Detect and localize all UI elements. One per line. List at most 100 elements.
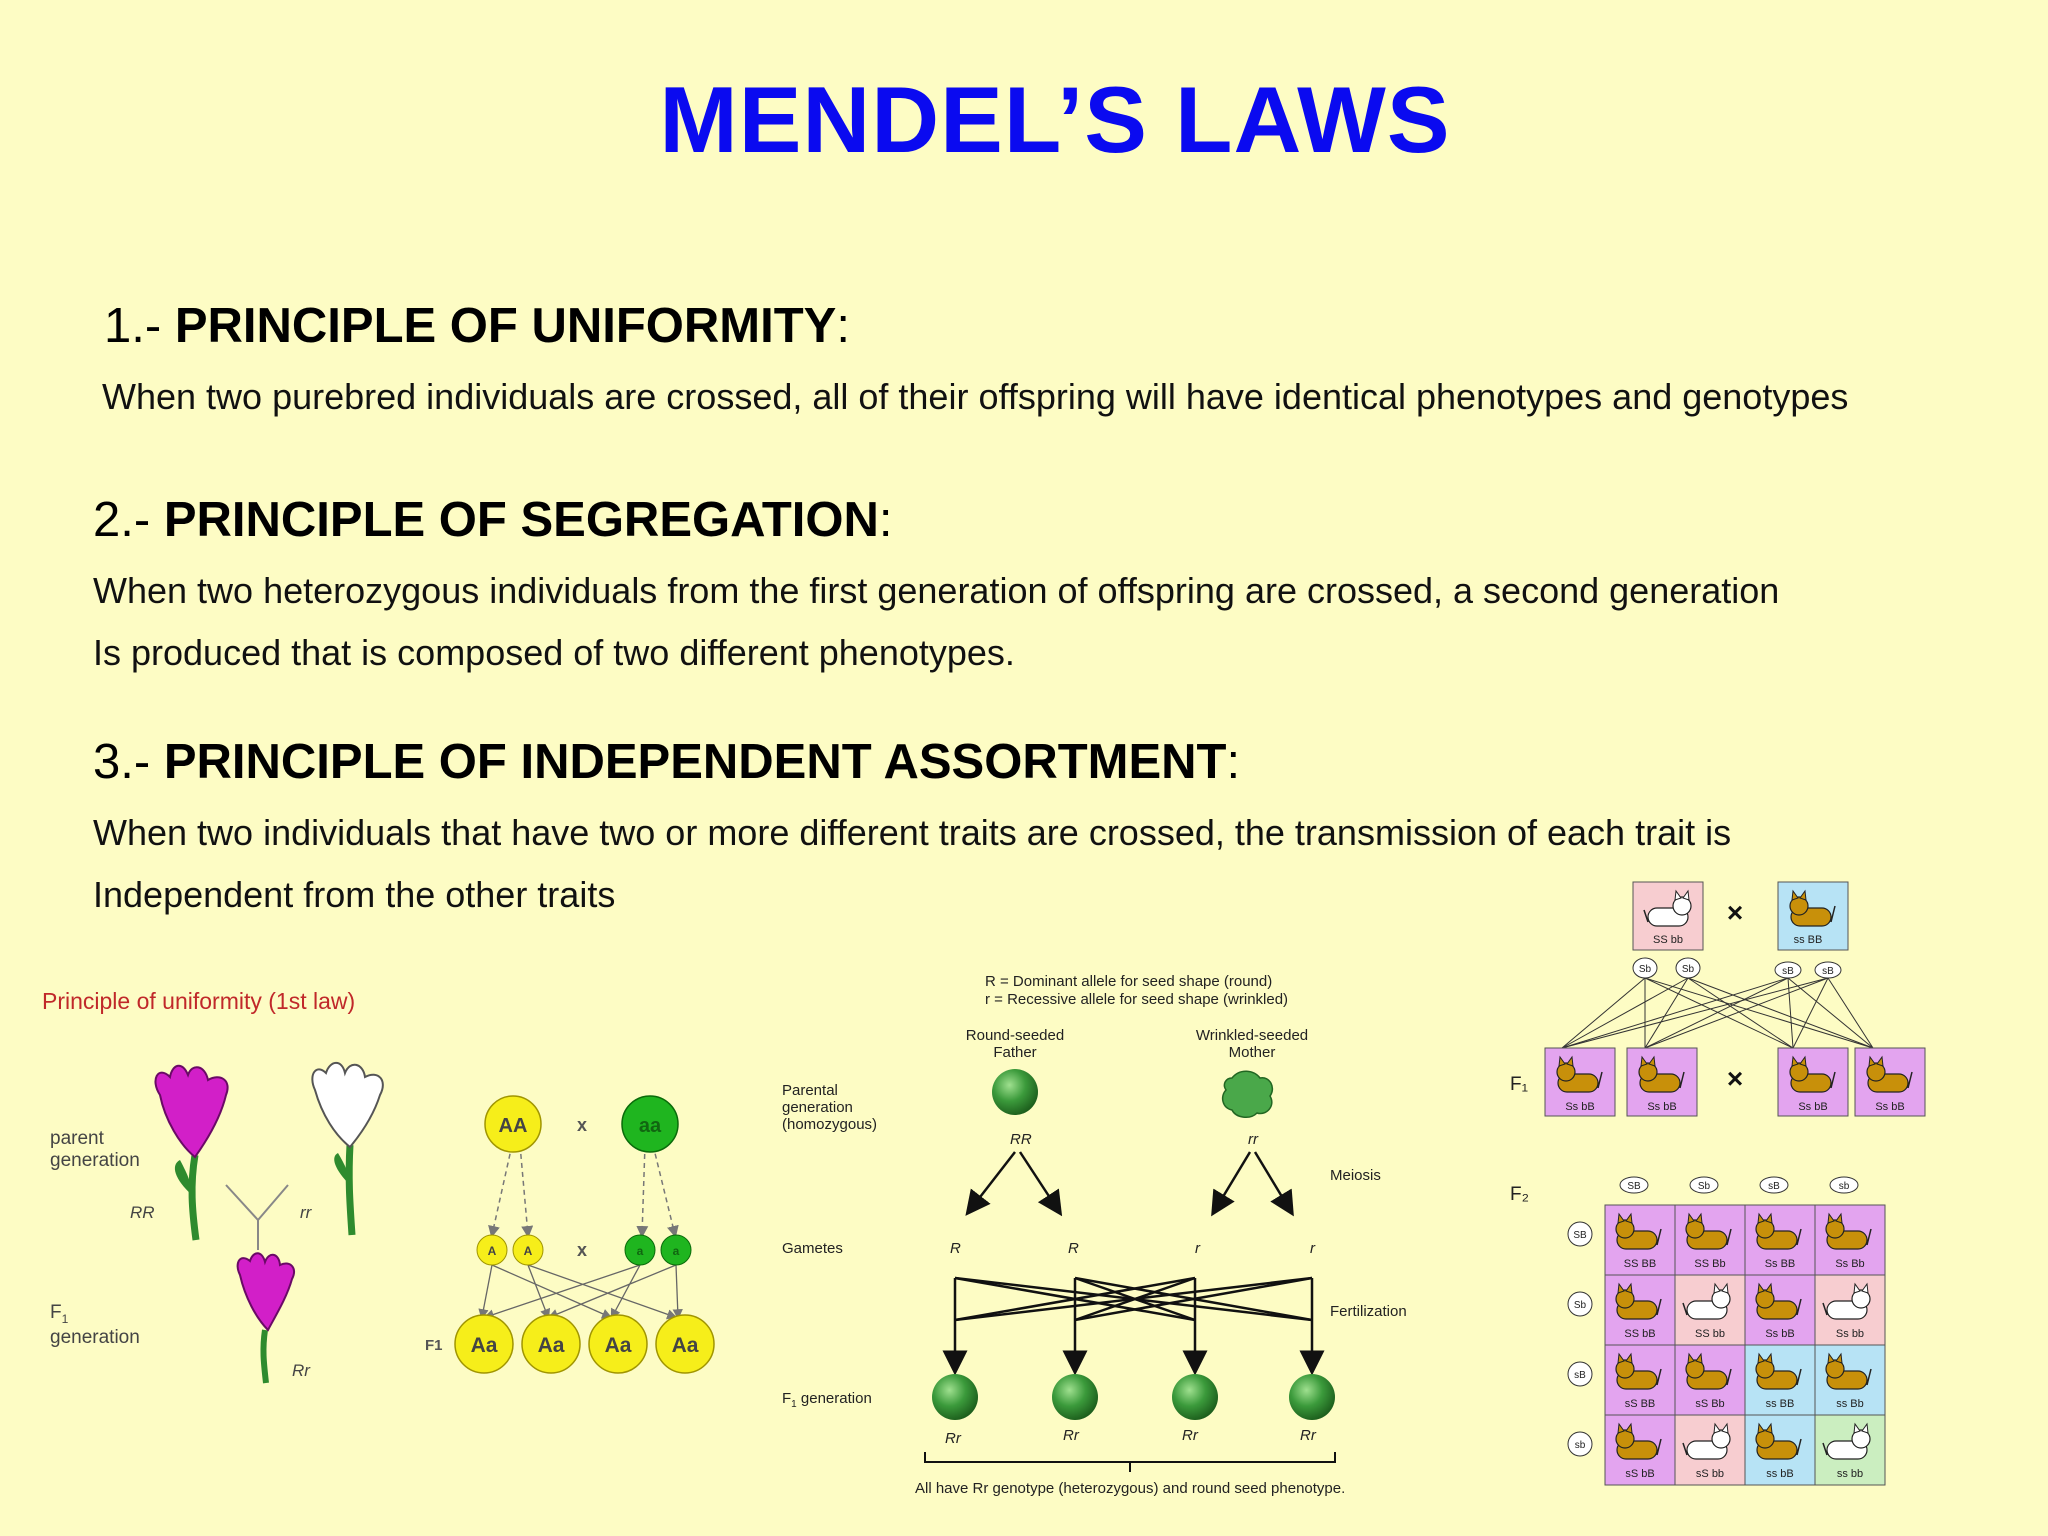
f2-row-gamete-label-4: sb <box>1575 1440 1586 1451</box>
parent-gamete-1: Sb <box>1639 964 1652 975</box>
seed-shape-figure: R = Dominant allele for seed shape (roun… <box>782 973 1407 1497</box>
f1-cat-2-genotype: Ss bB <box>1647 1101 1676 1113</box>
f1-seed-genotype-1: Rr <box>945 1430 962 1447</box>
parental-label-1: Parental <box>782 1082 838 1099</box>
offspring-3-label: Aa <box>605 1334 632 1357</box>
parent-aa-dominant-circle <box>484 1095 542 1153</box>
f1-label-gametes: F1 <box>425 1337 443 1354</box>
father-label-1: Round-seeded <box>966 1027 1064 1044</box>
father-label-2: Father <box>993 1044 1036 1061</box>
f2-col-gamete-label-2: Sb <box>1698 1181 1711 1192</box>
magenta-flower-f1 <box>236 1252 296 1384</box>
round-seed-father <box>992 1069 1038 1115</box>
f2-row-gamete-label-3: sB <box>1574 1370 1586 1381</box>
offspring-1-circle <box>454 1314 514 1374</box>
uniformity-flower-figure: Principle of uniformity (1st law) parent… <box>42 988 384 1384</box>
f1-seed-genotype-2: Rr <box>1063 1427 1080 1444</box>
f2-row-gamete-label-1: SB <box>1573 1230 1587 1241</box>
f1-cat-4-genotype: Ss bB <box>1875 1101 1904 1113</box>
parent-dominant-label: AA <box>499 1115 528 1137</box>
father-genotype: RR <box>1010 1131 1032 1148</box>
law-3-text-line-2: Independent from the other traits <box>93 874 616 915</box>
cross-x-gametes: x <box>577 1240 587 1260</box>
offspring-4-label: Aa <box>672 1334 699 1357</box>
law-2-name: PRINCIPLE OF SEGREGATION <box>163 493 879 547</box>
f2-cell-genotype: SS bb <box>1695 1328 1725 1340</box>
f2-col-gamete-3 <box>1759 1176 1789 1194</box>
f2-cell-genotype: Ss Bb <box>1835 1258 1864 1270</box>
f1-label: F1 <box>50 1302 69 1326</box>
seed-legend-line-2: r = Recessive allele for seed shape (wri… <box>985 991 1288 1008</box>
mother-genotype: rr <box>1248 1131 1259 1148</box>
offspring-3-circle <box>588 1314 648 1374</box>
gamete-recessive-1-label: a <box>637 1244 644 1258</box>
f1-seed-2 <box>1052 1374 1098 1420</box>
fertilization-label: Fertilization <box>1330 1303 1407 1320</box>
dihybrid-cat-figure: SS bb × ss BB Sb Sb sB sB F₁ Ss bB Ss bB… <box>1510 881 1926 1486</box>
gamete-recessive-2-label: a <box>673 1244 680 1258</box>
f2-col-gamete-4 <box>1829 1176 1859 1194</box>
law-3-number: 3.- <box>93 735 151 789</box>
magenta-flower-parent <box>154 1064 229 1241</box>
seed-legend-line-1: R = Dominant allele for seed shape (roun… <box>985 973 1272 990</box>
f2-cell-genotype: Ss BB <box>1765 1258 1796 1270</box>
f2-cell-genotype: SS bB <box>1624 1328 1655 1340</box>
cats-f1-label: F₁ <box>1510 1074 1528 1095</box>
seed-gamete-3: r <box>1195 1240 1201 1257</box>
seed-footer: All have Rr genotype (heterozygous) and … <box>915 1480 1345 1497</box>
f2-cell-genotype: sS bb <box>1696 1468 1724 1480</box>
parent-gamete-2: Sb <box>1682 964 1695 975</box>
law-1-text: When two purebred individuals are crosse… <box>102 376 1849 417</box>
f2-cell-genotype: ss Bb <box>1836 1398 1864 1410</box>
cats-f2-label: F₂ <box>1510 1184 1529 1205</box>
offspring-4-circle <box>655 1314 715 1374</box>
genotype-rr-f1: Rr <box>292 1361 311 1380</box>
law-2-text-line-2: Is produced that is composed of two diff… <box>93 632 1015 673</box>
f2-cell-genotype: ss bB <box>1766 1468 1794 1480</box>
parent-recessive-label: aa <box>639 1115 662 1137</box>
law-1-name: PRINCIPLE OF UNIFORMITY <box>174 299 837 353</box>
f2-cell-genotype: sS Bb <box>1695 1398 1724 1410</box>
f1-seed-genotype-4: Rr <box>1300 1427 1317 1444</box>
white-flower-parent <box>311 1061 384 1236</box>
parent-generation-label-2: generation <box>50 1150 140 1171</box>
f1-cat-3-genotype: Ss bB <box>1798 1101 1827 1113</box>
parental-label-2: generation <box>782 1099 853 1116</box>
offspring-2-circle <box>521 1314 581 1374</box>
f1-seed-genotype-3: Rr <box>1182 1427 1199 1444</box>
f2-cell-genotype: Ss bb <box>1836 1328 1864 1340</box>
gamete-dominant-2-label: A <box>524 1244 533 1258</box>
law-1-heading: 1.- PRINCIPLE OF UNIFORMITY: <box>104 298 850 354</box>
parent-gamete-3: sB <box>1782 966 1794 977</box>
cats-cross-top: × <box>1727 897 1743 928</box>
gametes-label: Gametes <box>782 1240 843 1257</box>
seed-f1-label: F1 generation <box>782 1390 872 1410</box>
mother-label-2: Mother <box>1229 1044 1276 1061</box>
parent-cat-1-genotype: SS bb <box>1653 934 1683 946</box>
parental-label-3: (homozygous) <box>782 1116 877 1133</box>
law-1-number: 1.- <box>104 299 162 353</box>
f2-cell-genotype: ss bb <box>1837 1468 1863 1480</box>
f2-col-gamete-label-3: sB <box>1768 1181 1780 1192</box>
parent-aa-recessive-circle <box>621 1095 679 1153</box>
f2-col-gamete-label-4: sb <box>1839 1181 1850 1192</box>
law-2-colon: : <box>878 493 893 547</box>
offspring-2-label: Aa <box>538 1334 565 1357</box>
gamete-dominant-2 <box>512 1234 544 1266</box>
law-2-number: 2.- <box>93 493 151 547</box>
f1-generation-label: generation <box>50 1327 140 1348</box>
gamete-dominant-1-label: A <box>488 1244 497 1258</box>
cats-cross-f1: × <box>1727 1063 1743 1094</box>
uniformity-caption: Principle of uniformity (1st law) <box>42 988 355 1014</box>
f2-cell-genotype: sS bB <box>1625 1468 1654 1480</box>
offspring-1-label: Aa <box>471 1334 498 1357</box>
law-1-colon: : <box>836 299 850 353</box>
seed-gamete-4: r <box>1310 1240 1316 1257</box>
parent-cat-2-genotype: ss BB <box>1794 934 1823 946</box>
seed-gamete-1: R <box>950 1240 961 1257</box>
f2-cell-genotype: Ss bB <box>1765 1328 1794 1340</box>
f2-row-gamete-1 <box>1567 1221 1593 1247</box>
law-3-colon: : <box>1226 735 1241 789</box>
gamete-cross-figure: AA x aa A A x a a F1 Aa Aa Aa Aa <box>425 1095 715 1374</box>
